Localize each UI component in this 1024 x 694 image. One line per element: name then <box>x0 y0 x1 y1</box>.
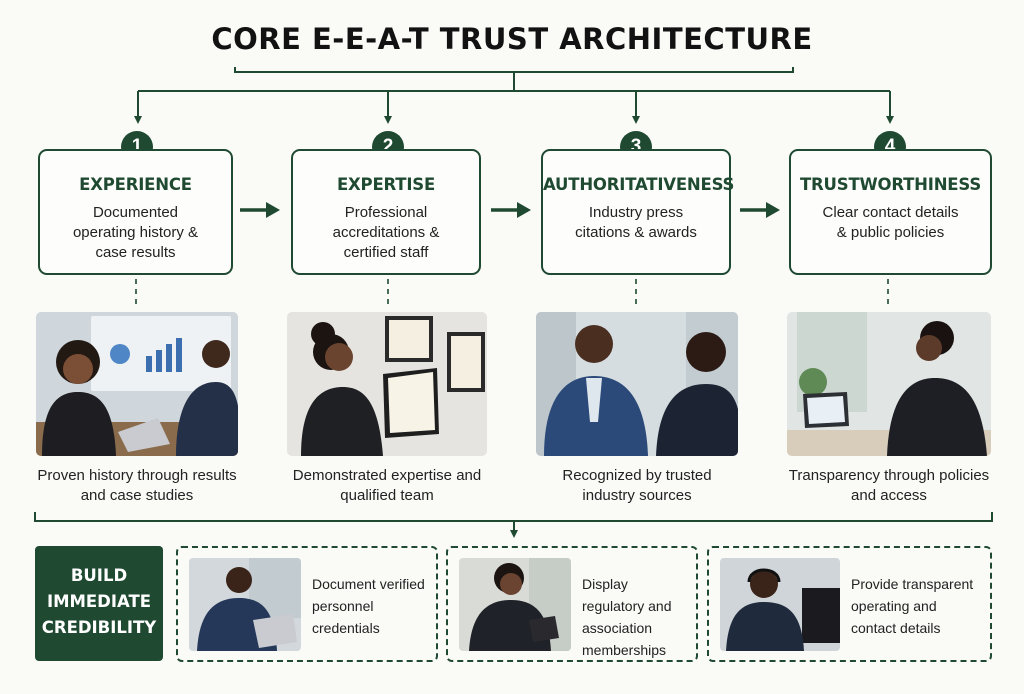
authoritativeness-title: AUTHORITATIVENESS <box>543 175 735 194</box>
right-arrow-icon <box>240 202 280 218</box>
action-text-memberships: Display regulatory and association membe… <box>582 576 672 658</box>
action-text-credentials: Document verified personnel credentials <box>312 576 425 636</box>
action-card-memberships: Display regulatory and association membe… <box>446 546 698 662</box>
expertise-card: EXPERTISE Professional accreditations & … <box>291 149 481 275</box>
woman-working-on-laptop-photo <box>787 312 991 456</box>
build-line-2: IMMEDIATE <box>46 592 152 611</box>
interview-with-businessman-photo <box>536 312 738 456</box>
experience-title: EXPERIENCE <box>79 175 192 194</box>
experience-caption: Proven history through results and case … <box>37 467 237 504</box>
build-line-3: CREDIBILITY <box>41 618 157 637</box>
two-professionals-reviewing-charts-photo <box>36 312 238 456</box>
trustworthiness-description: Clear contact details & public policies <box>822 204 959 241</box>
right-arrow-icon <box>491 202 531 218</box>
expertise-description: Professional accreditations & certified … <box>332 204 440 261</box>
build-credibility-box: BUILD IMMEDIATE CREDIBILITY <box>35 546 163 661</box>
man-typing-on-laptop-photo <box>189 558 301 651</box>
authoritativeness-card: AUTHORITATIVENESS Industry press citatio… <box>541 149 735 275</box>
diagram-title: CORE E-E-A-T TRUST ARCHITECTURE <box>211 22 813 56</box>
authoritativeness-description: Industry press citations & awards <box>575 204 697 241</box>
trustworthiness-card: TRUSTWORTHINESS Clear contact details & … <box>789 149 992 275</box>
trustworthiness-caption: Transparency through policies and access <box>788 467 990 504</box>
action-card-credentials: Document verified personnel credentials <box>176 546 438 662</box>
trustworthiness-title: TRUSTWORTHINESS <box>800 175 981 194</box>
experience-card: EXPERIENCE Documented operating history … <box>38 149 233 275</box>
expertise-caption: Demonstrated expertise and qualified tea… <box>292 467 482 504</box>
action-text-contact-details: Provide transparent operating and contac… <box>851 576 974 636</box>
action-card-contact-details: Provide transparent operating and contac… <box>707 546 992 662</box>
woman-using-tablet-photo <box>459 558 571 651</box>
experience-description: Documented operating history & case resu… <box>72 204 199 261</box>
expertise-title: EXPERTISE <box>336 175 436 194</box>
authoritativeness-caption: Recognized by trusted industry sources <box>562 467 712 504</box>
man-with-headset-photo <box>720 558 840 651</box>
build-line-1: BUILD <box>70 566 128 585</box>
woman-holding-certificate-photo <box>287 312 487 456</box>
right-arrow-icon <box>740 202 780 218</box>
